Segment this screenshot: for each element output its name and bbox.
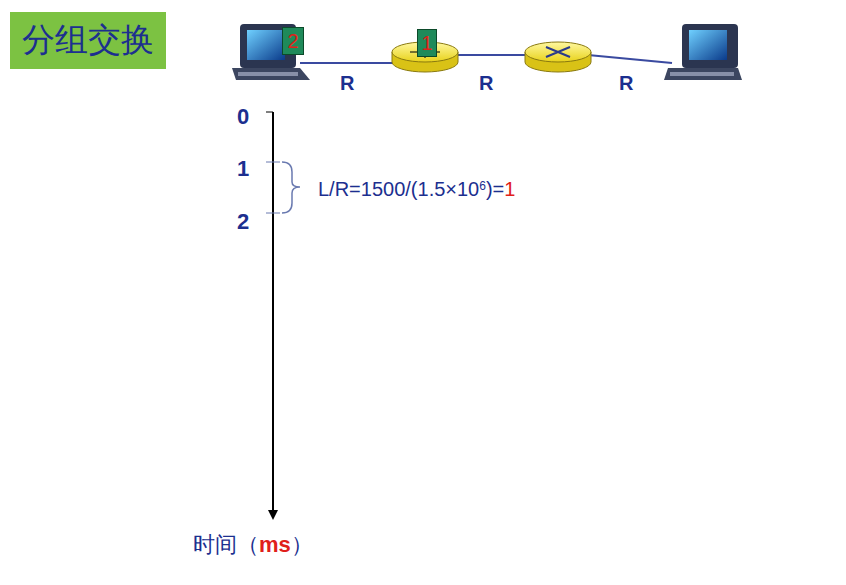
time-tick: 1 [237,157,249,181]
axis-unit: ms [259,532,291,557]
formula: )= [486,178,504,200]
title: 分组交换 [22,18,154,63]
packet-box: 2 [282,27,304,55]
time-tick: 0 [237,105,249,129]
link-rate: R [479,72,493,94]
axis-arrowhead [268,510,278,520]
axis-title: 时间（ms） [193,530,313,560]
link-lines [300,55,672,63]
link-rate: R [619,72,633,94]
host-computer [664,24,742,80]
formula: L/R=1500/(1.5×10 [318,178,479,200]
formula-line: L/R=1500/(1.5×106)=1 [318,178,515,201]
bracket [282,162,300,213]
time-tick: 2 [237,210,249,234]
formula-result: 1 [504,178,515,200]
link-rate: R [340,72,354,94]
packet-box: 1 [417,29,437,57]
axis-label: 时间（ [193,532,259,557]
time-axis [266,112,280,510]
superscript: 6 [479,179,486,193]
axis-label: ） [291,532,313,557]
packet-number: 1 [421,33,432,53]
switch [525,42,591,72]
host-computer [232,24,310,80]
title-box: 分组交换 [10,12,166,69]
packet-number: 2 [287,31,298,51]
